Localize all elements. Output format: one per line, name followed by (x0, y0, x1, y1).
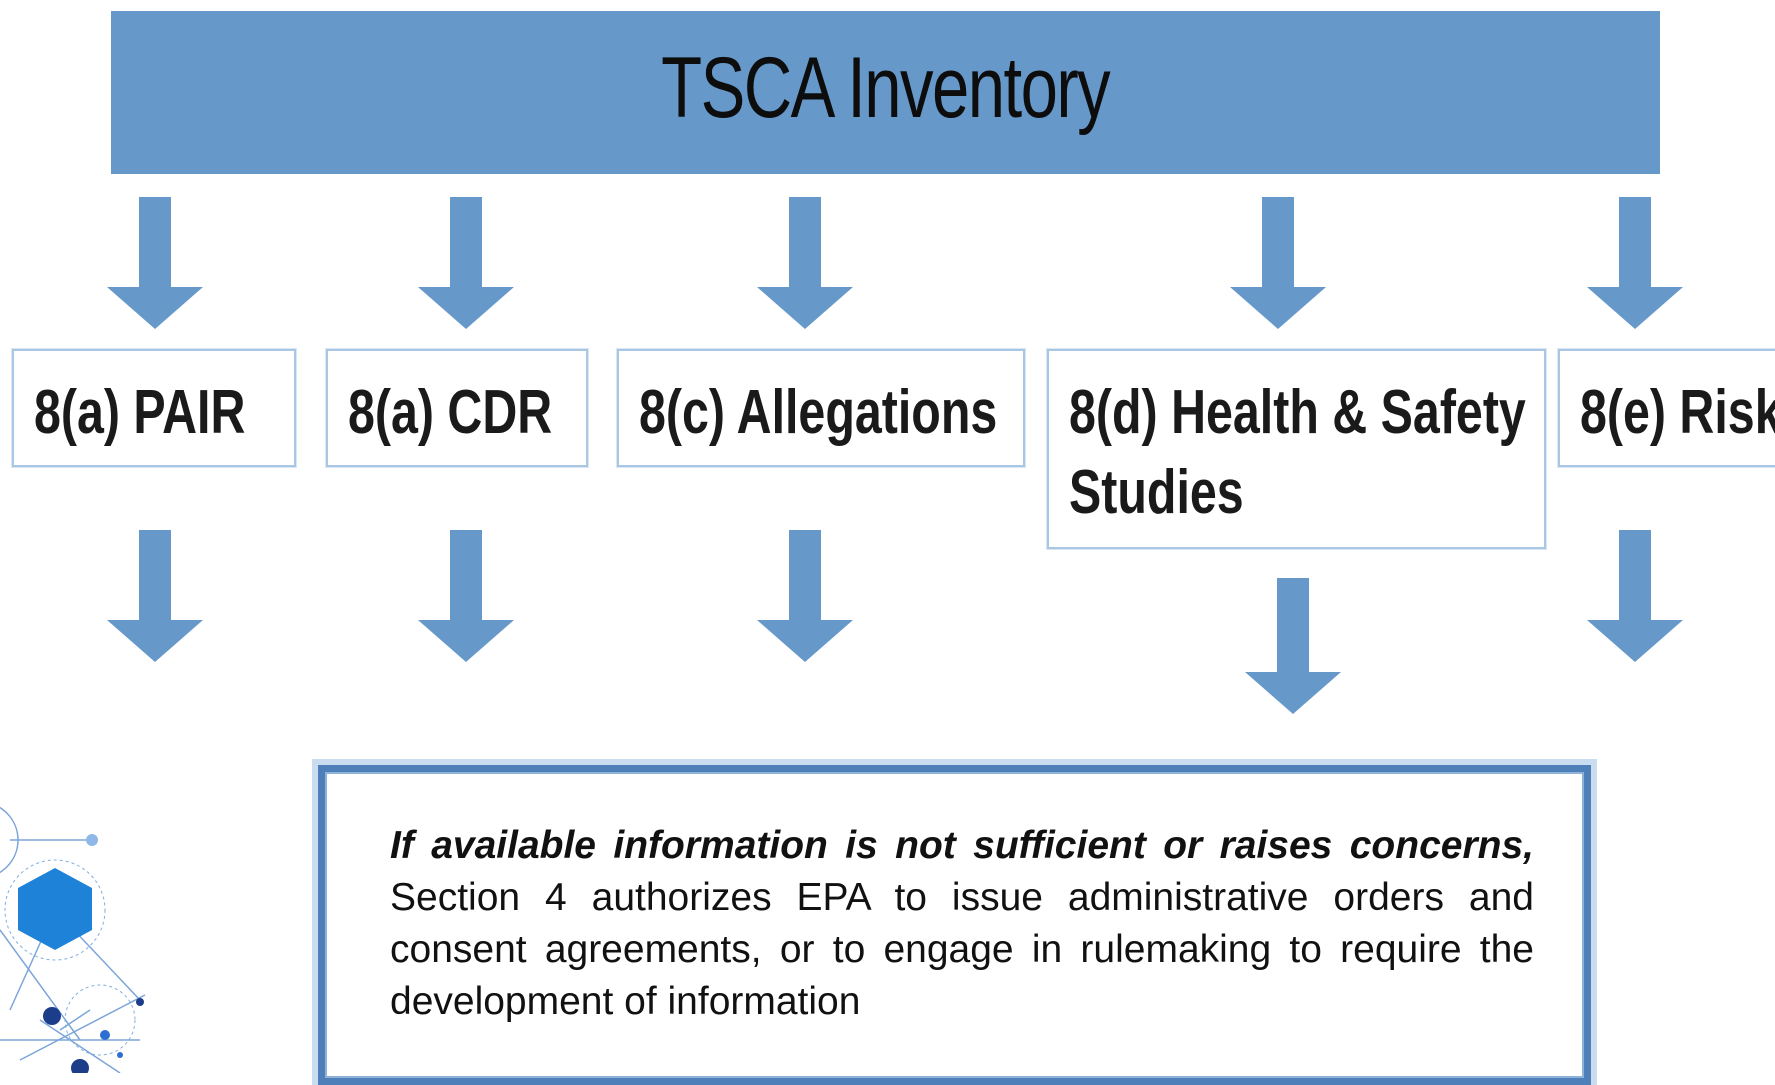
box-8d-health-safety-studies: 8(d) Health & Safety Studies (1047, 349, 1546, 549)
arrow-down-icon (1245, 578, 1341, 714)
arrow-down-icon (418, 197, 514, 329)
box-8c-allegations: 8(c) Allegations (617, 349, 1025, 467)
box-label-line1: 8(d) Health & Safety (1069, 378, 1526, 447)
box-label: 8(c) Allegations (639, 378, 998, 447)
arrow-down-icon (1230, 197, 1326, 329)
box-label: 8(a) CDR (348, 378, 553, 447)
section-4-callout: If available information is not sufficie… (318, 765, 1591, 1085)
box-8a-cdr: 8(a) CDR (326, 349, 588, 467)
box-label: 8(a) PAIR (34, 378, 246, 447)
tsca-inventory-header: TSCA Inventory (111, 11, 1660, 174)
callout-text: If available information is not sufficie… (390, 820, 1534, 1028)
box-8e-risk: 8(e) Risk (1558, 349, 1775, 467)
arrow-down-icon (757, 530, 853, 662)
box-8a-pair: 8(a) PAIR (12, 349, 296, 467)
arrow-down-icon (1587, 197, 1683, 329)
arrow-down-icon (1587, 530, 1683, 662)
box-label: 8(d) Health & Safety Studies (1069, 373, 1526, 533)
arrow-down-icon (107, 197, 203, 329)
arrow-down-icon (418, 530, 514, 662)
header-title: TSCA Inventory (661, 40, 1111, 136)
box-label-line2: Studies (1069, 458, 1244, 527)
callout-body: Section 4 authorizes EPA to issue admini… (390, 876, 1534, 1023)
box-label: 8(e) Risk (1580, 378, 1775, 447)
arrow-down-icon (107, 530, 203, 662)
network-illustration-icon (0, 806, 146, 1073)
arrow-down-icon (757, 197, 853, 329)
callout-emphasis: If available information is not sufficie… (390, 824, 1534, 867)
